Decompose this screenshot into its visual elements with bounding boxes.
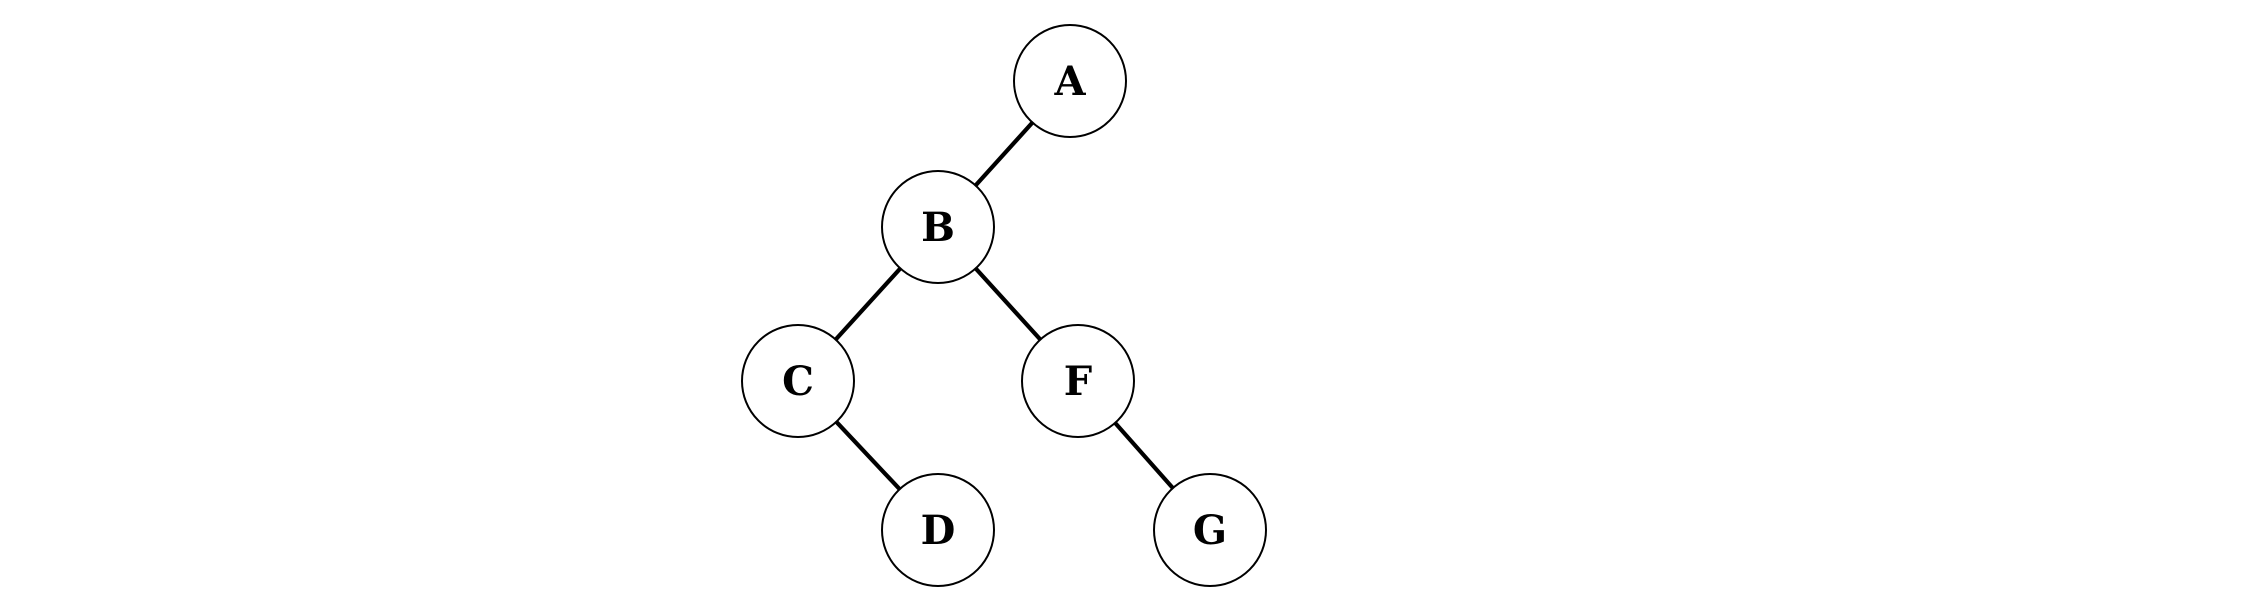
- node-label-G: G: [1193, 507, 1227, 554]
- node-label-F: F: [1064, 358, 1092, 405]
- node-label-D: D: [921, 507, 956, 554]
- tree-node-D: D: [881, 473, 995, 587]
- node-circle-B: [881, 170, 995, 284]
- node-label-B: B: [921, 204, 955, 251]
- tree-node-C: C: [741, 324, 855, 438]
- node-label-A: A: [1053, 58, 1086, 105]
- node-circle-C: [741, 324, 855, 438]
- tree-node-B: B: [881, 170, 995, 284]
- node-circle-G: [1153, 473, 1267, 587]
- node-circle-D: [881, 473, 995, 587]
- node-circle-F: [1021, 324, 1135, 438]
- node-label-C: C: [782, 358, 814, 405]
- tree-node-A: A: [1013, 24, 1127, 138]
- tree-node-F: F: [1021, 324, 1135, 438]
- tree-node-G: G: [1153, 473, 1267, 587]
- node-circle-A: [1013, 24, 1127, 138]
